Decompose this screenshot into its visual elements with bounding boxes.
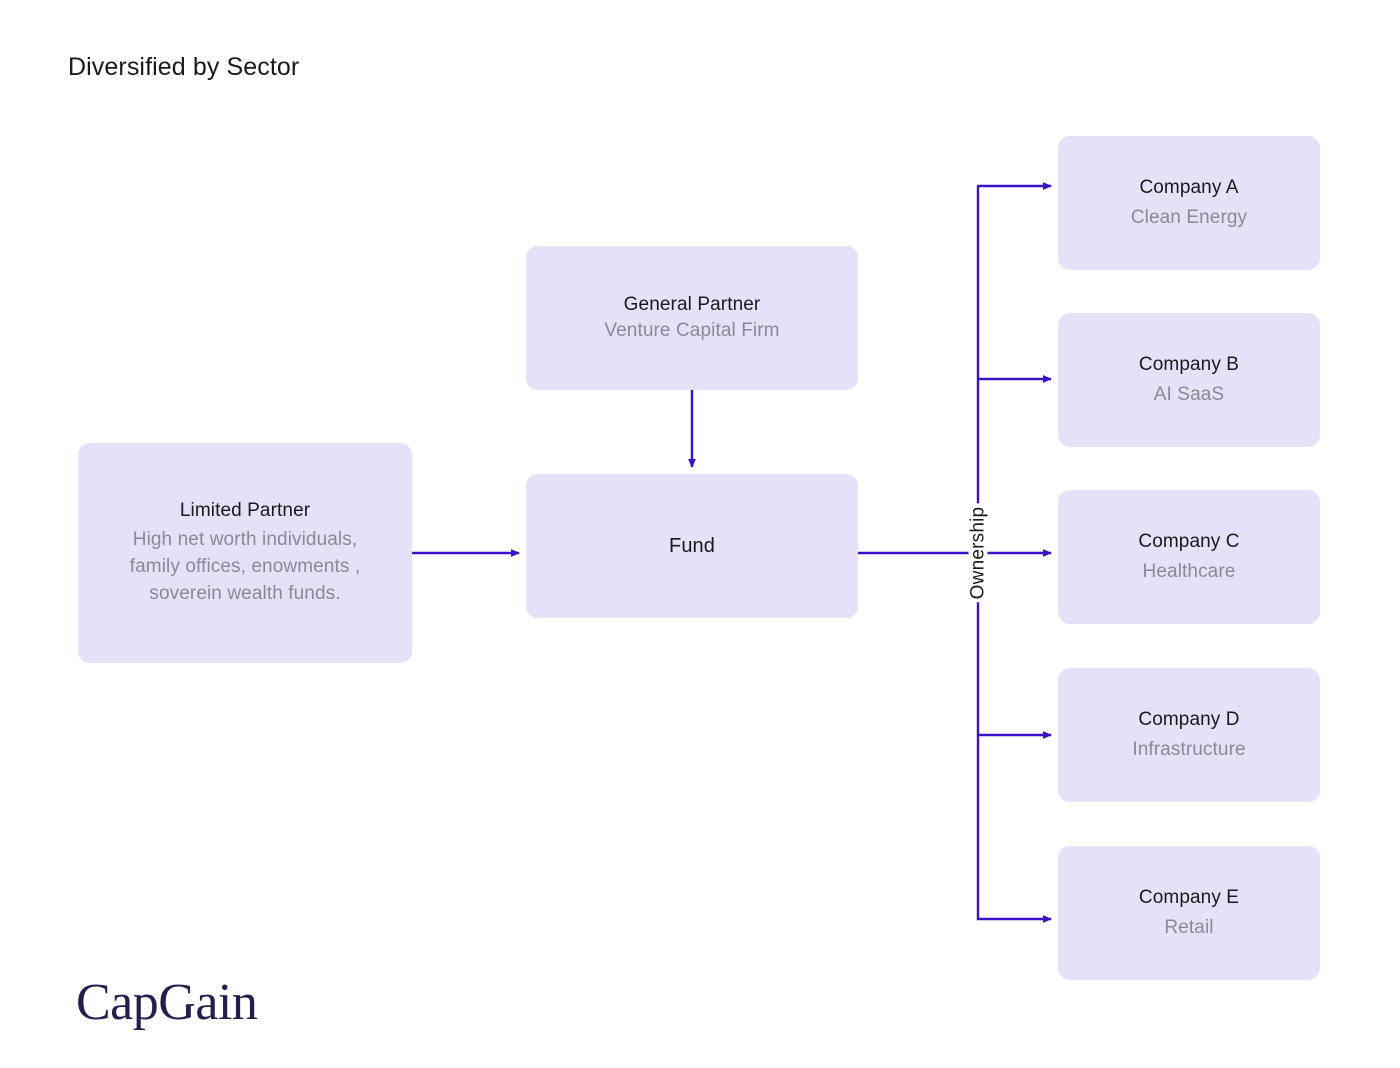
- node-company-c[interactable]: Company C Healthcare: [1058, 490, 1320, 624]
- node-company-e-title: Company E: [1138, 886, 1240, 908]
- node-company-a-title: Company A: [1139, 176, 1239, 198]
- node-general-partner-subtitle: Venture Capital Firm: [604, 319, 780, 341]
- node-company-e[interactable]: Company E Retail: [1058, 846, 1320, 980]
- node-company-b[interactable]: Company B AI SaaS: [1058, 313, 1320, 447]
- page-title: Diversified by Sector: [68, 53, 300, 81]
- node-company-b-title: Company B: [1138, 353, 1240, 375]
- brand-logo-text: CapGain: [76, 974, 258, 1031]
- node-company-b-sector: AI SaaS: [1153, 384, 1225, 406]
- node-company-a[interactable]: Company A Clean Energy: [1058, 136, 1320, 270]
- node-company-c-title: Company C: [1138, 530, 1240, 552]
- node-limited-partner[interactable]: Limited Partner High net worth individua…: [78, 443, 412, 663]
- node-company-e-sector: Retail: [1164, 917, 1214, 939]
- brand-logo: CapGain: [76, 974, 258, 1031]
- ownership-edge-label: Ownership: [968, 503, 989, 603]
- node-fund[interactable]: Fund: [526, 474, 858, 618]
- node-company-d-sector: Infrastructure: [1132, 739, 1246, 761]
- node-company-d[interactable]: Company D Infrastructure: [1058, 668, 1320, 802]
- node-general-partner[interactable]: General Partner Venture Capital Firm: [526, 246, 858, 390]
- node-fund-title: Fund: [669, 534, 715, 557]
- node-limited-partner-subtitle: High net worth individuals, family offic…: [129, 529, 361, 605]
- node-company-a-sector: Clean Energy: [1130, 207, 1248, 229]
- node-general-partner-title: General Partner: [623, 294, 761, 316]
- node-limited-partner-title: Limited Partner: [179, 499, 311, 521]
- node-company-d-title: Company D: [1138, 708, 1240, 730]
- node-company-c-sector: Healthcare: [1142, 561, 1236, 583]
